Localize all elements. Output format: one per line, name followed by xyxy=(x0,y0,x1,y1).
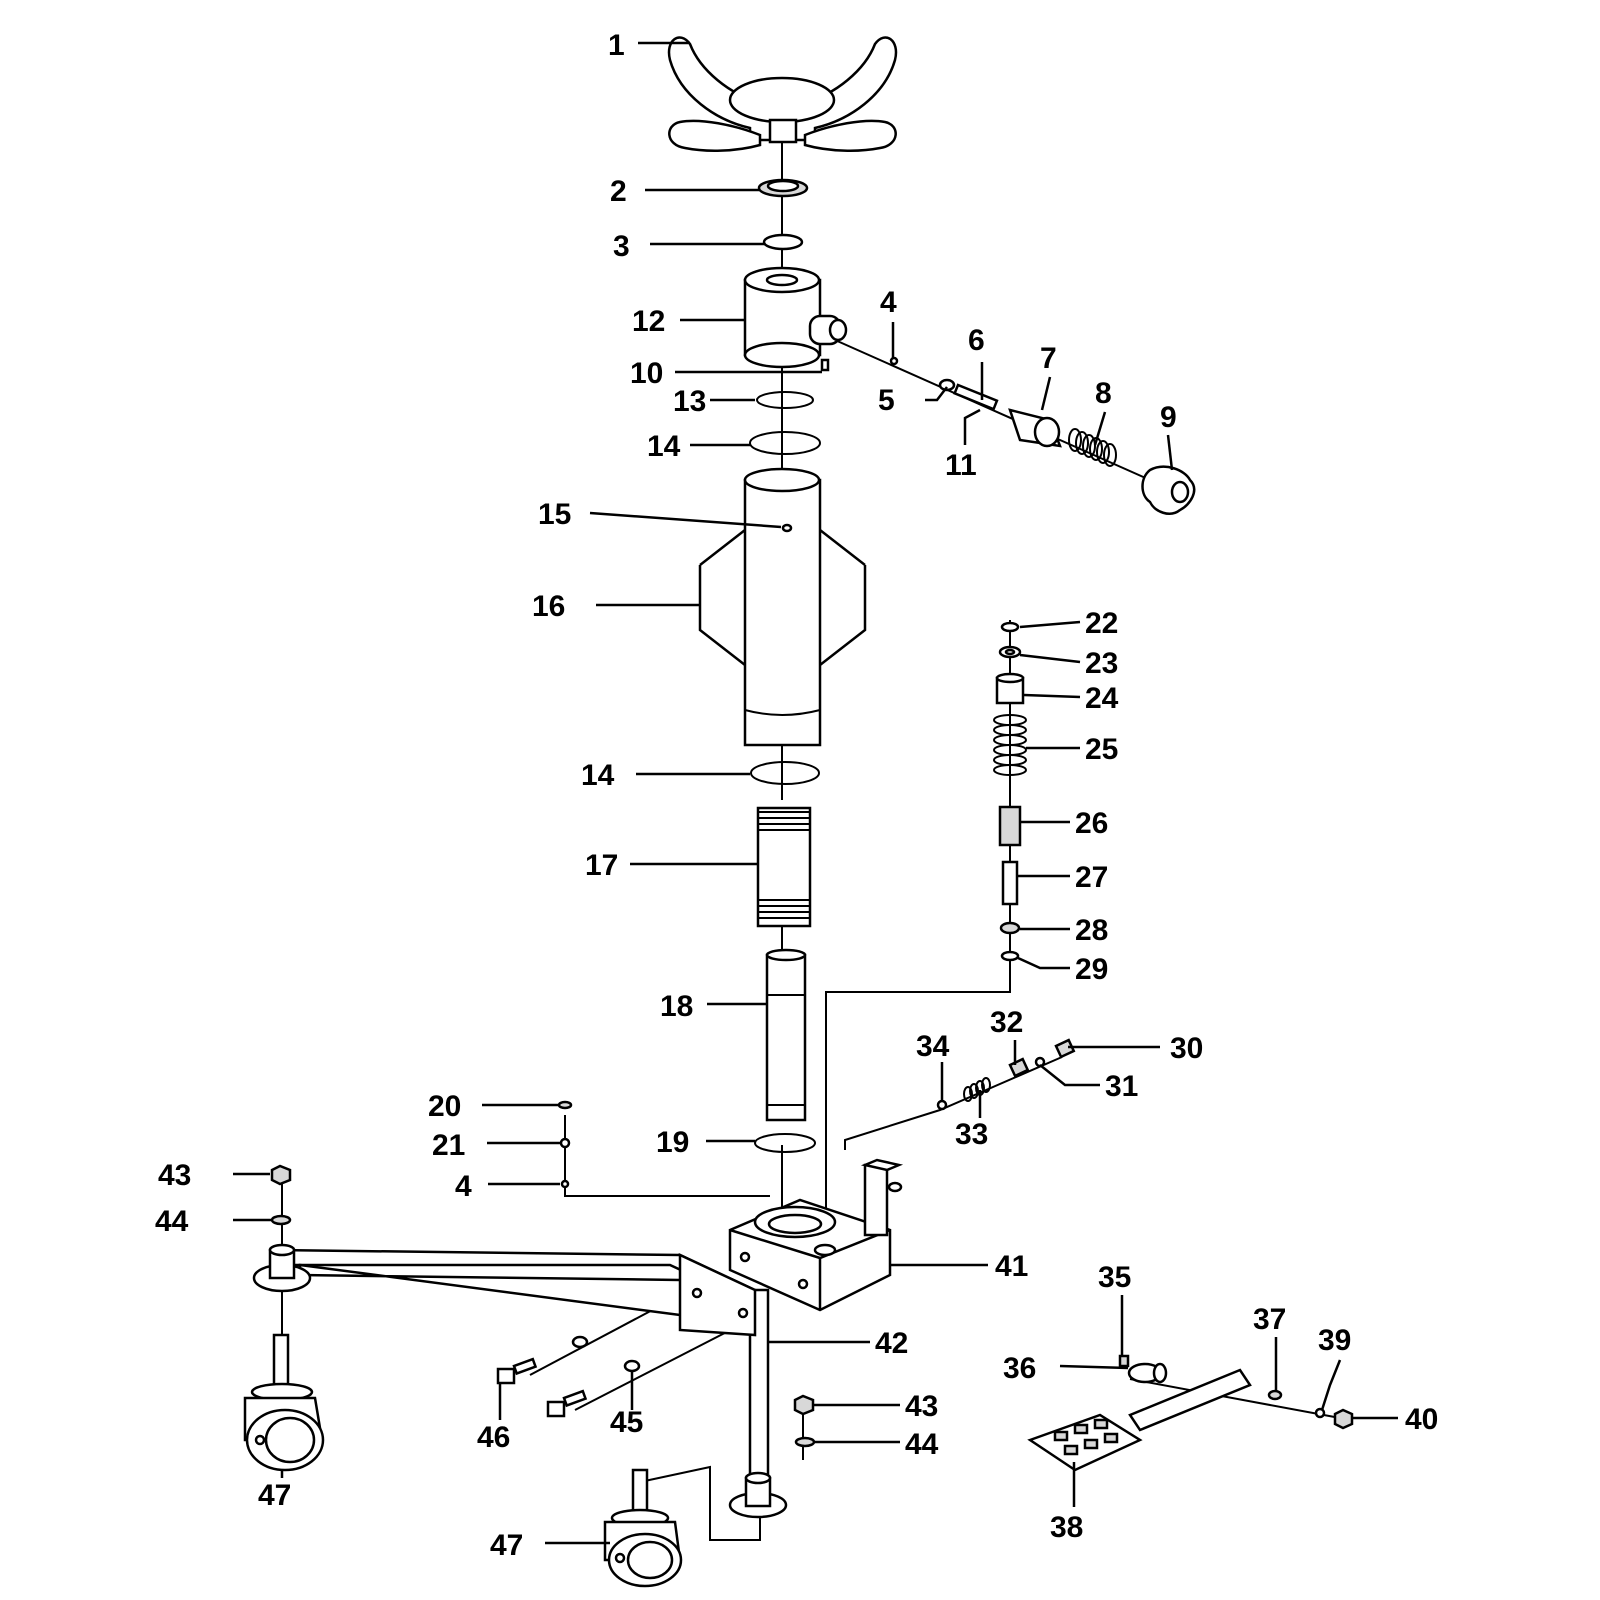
callout-1: 1 xyxy=(608,29,625,62)
callout-25: 25 xyxy=(1085,733,1118,766)
callout-5: 5 xyxy=(878,384,895,417)
callout-27: 27 xyxy=(1075,861,1108,894)
callout-30: 30 xyxy=(1170,1032,1203,1065)
callout-3: 3 xyxy=(613,230,630,263)
callout-31: 31 xyxy=(1105,1070,1138,1103)
callout-2: 2 xyxy=(610,175,627,208)
callout-24: 24 xyxy=(1085,682,1119,715)
callout-14-upper: 14 xyxy=(647,430,681,463)
callout-6: 6 xyxy=(968,324,985,357)
callout-43-left: 43 xyxy=(158,1159,191,1192)
piston-rod-part xyxy=(765,948,807,1122)
callout-43-right: 43 xyxy=(905,1390,938,1423)
frame-arm-part xyxy=(252,1243,788,1519)
cylinder-part xyxy=(698,467,867,747)
nut-washer-parts xyxy=(270,1164,816,1448)
callout-42: 42 xyxy=(875,1327,908,1360)
callout-15: 15 xyxy=(538,498,571,531)
pump-stack-parts xyxy=(993,621,1027,962)
callout-22: 22 xyxy=(1085,607,1118,640)
callout-9: 9 xyxy=(1160,401,1177,434)
top-nut-part xyxy=(757,178,809,198)
foot-pedal-parts xyxy=(1027,1354,1354,1472)
callout-21: 21 xyxy=(432,1129,465,1162)
callout-36: 36 xyxy=(1003,1352,1036,1385)
callout-14-lower: 14 xyxy=(581,759,615,792)
callout-8: 8 xyxy=(1095,377,1112,410)
callout-10: 10 xyxy=(630,357,663,390)
callout-20: 20 xyxy=(428,1090,461,1123)
callout-28: 28 xyxy=(1075,914,1108,947)
callout-18: 18 xyxy=(660,990,693,1023)
check-valve-parts xyxy=(936,1038,1076,1111)
caster-wheel-part-right xyxy=(603,1468,683,1588)
caster-wheel-part-left xyxy=(243,1333,325,1472)
callout-35: 35 xyxy=(1098,1261,1131,1294)
callout-32: 32 xyxy=(990,1006,1023,1039)
callout-46: 46 xyxy=(477,1421,510,1454)
callout-19: 19 xyxy=(656,1126,689,1159)
o-ring-parts xyxy=(749,391,821,1153)
callout-45: 45 xyxy=(610,1406,643,1439)
callout-16: 16 xyxy=(532,590,565,623)
callout-26: 26 xyxy=(1075,807,1108,840)
callout-7: 7 xyxy=(1040,342,1057,375)
callout-37: 37 xyxy=(1253,1303,1286,1336)
callout-40: 40 xyxy=(1405,1403,1438,1436)
callout-17: 17 xyxy=(585,849,618,882)
callout-33: 33 xyxy=(955,1118,988,1151)
saddle-part xyxy=(667,36,898,152)
callout-29: 29 xyxy=(1075,953,1108,986)
callout-11: 11 xyxy=(945,449,977,482)
callout-41: 41 xyxy=(995,1250,1028,1283)
callout-39: 39 xyxy=(1318,1324,1351,1357)
callout-34: 34 xyxy=(916,1030,950,1063)
callout-44-right: 44 xyxy=(905,1428,939,1461)
bolt-parts xyxy=(496,1335,641,1418)
callout-4-base: 4 xyxy=(455,1170,472,1203)
callout-38: 38 xyxy=(1050,1511,1083,1544)
callout-4-valve: 4 xyxy=(880,286,897,319)
callout-13: 13 xyxy=(673,385,706,418)
callout-47-left: 47 xyxy=(258,1479,291,1512)
callout-47-right: 47 xyxy=(490,1529,523,1562)
threaded-sleeve-part xyxy=(756,806,812,928)
top-washer-part xyxy=(762,233,804,251)
callout-leader-lines xyxy=(233,41,1398,1545)
callout-44-left: 44 xyxy=(155,1205,189,1238)
release-valve-parts xyxy=(889,356,1196,515)
small-pin-parts xyxy=(557,1100,573,1189)
callout-labels: 1 2 3 4 4 5 6 7 8 9 10 11 12 13 14 14 15… xyxy=(155,29,1438,1562)
base-block-part xyxy=(728,1158,904,1312)
valve-body-part xyxy=(743,266,848,372)
callout-23: 23 xyxy=(1085,647,1118,680)
callout-12: 12 xyxy=(632,305,665,338)
